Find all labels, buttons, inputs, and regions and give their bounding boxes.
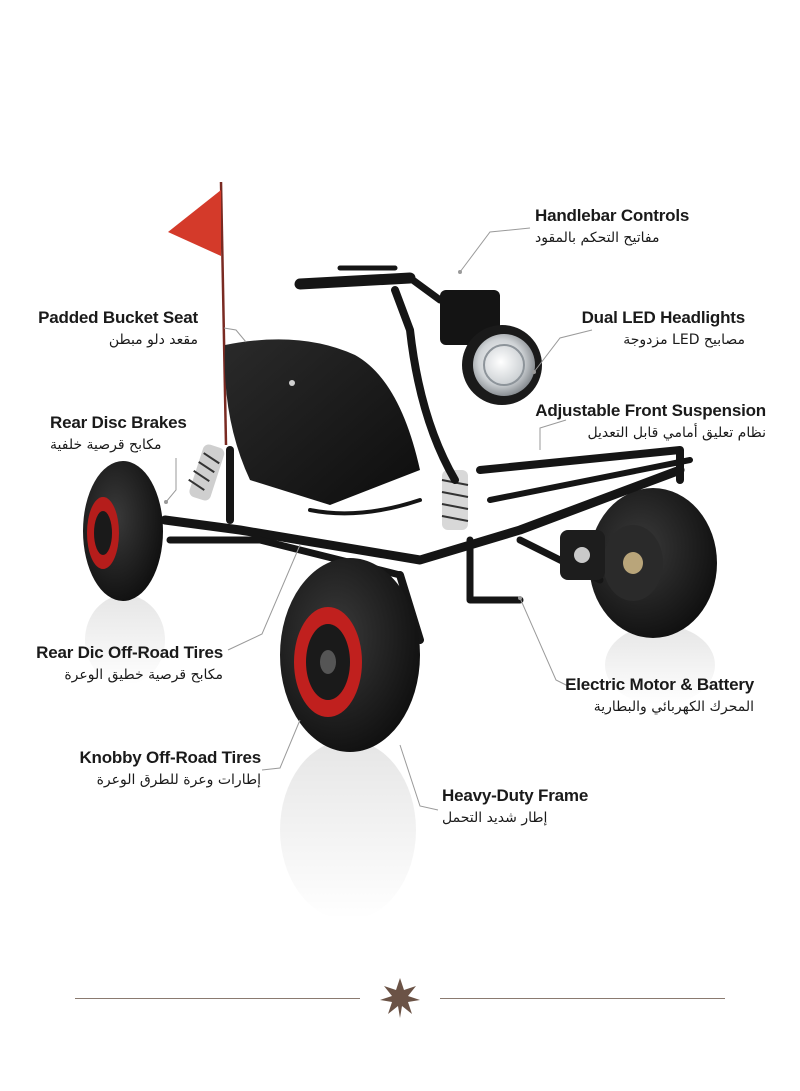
callout-padded-bucket-seat: Padded Bucket Seat مقعد دلو مبطن	[38, 307, 198, 351]
floor-reflection	[85, 595, 715, 920]
rear-left-tire	[83, 461, 163, 601]
bucket-seat	[224, 339, 420, 505]
callout-title: Handlebar Controls	[535, 206, 690, 225]
led-headlight	[440, 290, 542, 405]
steering-assembly	[294, 265, 459, 516]
callout-title: Heavy-Duty Frame	[442, 786, 589, 805]
callout-title: Knobby Off-Road Tires	[79, 748, 261, 767]
divider-line-left	[75, 998, 360, 999]
callout-subtitle: إطارات وعرة للطرق الوعرة	[96, 772, 261, 788]
callout-title: Rear Dic Off-Road Tires	[36, 643, 223, 662]
leader-dot	[532, 370, 536, 374]
callout-subtitle: المحرك الكهربائي والبطارية	[593, 699, 754, 715]
callout-title: Rear Disc Brakes	[50, 413, 187, 432]
rear-shock	[188, 444, 225, 501]
callout-subtitle: إطار شديد التحمل	[442, 810, 548, 826]
leader-dot	[458, 270, 462, 274]
callout-heavy-duty-frame: Heavy-Duty Frame إطار شديد التحمل	[442, 785, 588, 829]
front-right-tire	[589, 488, 717, 638]
callout-electric-motor-battery: Electric Motor & Battery المحرك الكهربائ…	[565, 674, 754, 718]
callout-subtitle: نظام تعليق أمامي قابل التعديل	[587, 425, 766, 441]
callout-knobby-off-road-tires: Knobby Off-Road Tires إطارات وعرة للطرق …	[79, 747, 261, 791]
safety-flag	[168, 181, 228, 446]
callout-title: Padded Bucket Seat	[38, 308, 198, 327]
callout-subtitle: مكابح قرصية خلفية	[50, 437, 162, 453]
callout-subtitle: مصابيح LED مزدوجة	[623, 332, 745, 348]
leader-dot	[164, 500, 168, 504]
callout-dual-led-headlights: Dual LED Headlights مصابيح LED مزدوجة	[581, 307, 746, 351]
callout-rear-off-road-tires: Rear Dic Off-Road Tires مكابح قرصية خطيق…	[36, 642, 223, 686]
callout-subtitle: مقعد دلو مبطن	[108, 332, 198, 348]
callout-rear-disc-brakes: Rear Disc Brakes مكابح قرصية خلفية	[50, 412, 187, 456]
callout-title: Dual LED Headlights	[581, 308, 746, 327]
callout-title: Adjustable Front Suspension	[535, 401, 766, 420]
eight-point-star-icon	[380, 978, 420, 1018]
front-left-tire	[280, 558, 420, 752]
callout-leader-lines	[165, 227, 593, 811]
callout-title: Electric Motor & Battery	[565, 675, 754, 694]
callout-adjustable-front-suspension: Adjustable Front Suspension نظام تعليق أ…	[535, 400, 766, 444]
electric-motor	[560, 530, 605, 580]
callout-subtitle: مكابح قرصية خطيق الوعرة	[64, 667, 223, 683]
divider-line-right	[440, 998, 725, 999]
callout-handlebar-controls: Handlebar Controls مفاتيح التحكم بالمقود	[535, 205, 689, 249]
leader-dot	[518, 596, 522, 600]
callout-subtitle: مفاتيح التحكم بالمقود	[535, 230, 660, 246]
